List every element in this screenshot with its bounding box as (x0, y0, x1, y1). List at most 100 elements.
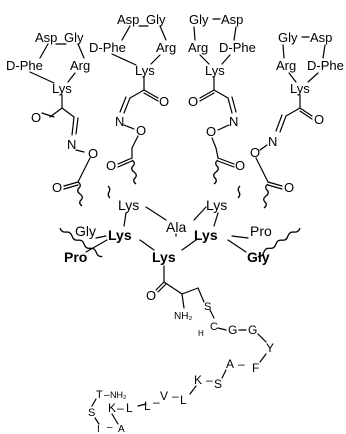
bond (117, 160, 133, 168)
bond (123, 124, 135, 130)
bond (227, 97, 233, 114)
dash: – (107, 422, 113, 433)
bond (75, 149, 85, 153)
bond (131, 135, 139, 149)
chain-c: C (210, 321, 218, 333)
linker-2-o: O (106, 158, 116, 173)
residue-g2: G (248, 323, 257, 337)
bond (259, 144, 268, 151)
bond (75, 117, 79, 135)
residue-f: F (252, 361, 259, 375)
bond (159, 25, 167, 41)
bond (267, 181, 283, 187)
bond (217, 160, 235, 168)
peptide-3-carbonyl-o: O (188, 94, 198, 109)
bond (213, 89, 229, 99)
core-lys-left: Lys (118, 197, 139, 213)
peptide-2-arg: Arg (156, 40, 176, 55)
peptide-3-asp: Asp (221, 12, 243, 27)
peptide-1-lys: Lys (52, 81, 72, 96)
peptide-1-asp: Asp (35, 30, 57, 45)
residue-a2: A (226, 357, 234, 371)
bond (63, 181, 79, 187)
wavy-bond (131, 159, 137, 185)
bond (322, 44, 326, 59)
peptide-4-oxime-o: O (250, 145, 260, 160)
bond (67, 72, 76, 83)
terminal-nh2: NH₂ (110, 390, 127, 400)
peptide-2-asp: Asp (117, 12, 139, 27)
peptide-3: Gly Asp Arg D-Phe Lys O N O (188, 12, 256, 139)
peptide-4-arg: Arg (276, 58, 296, 73)
residue-v: V (160, 389, 168, 403)
peptide-2-lys: Lys (135, 63, 155, 78)
bond (275, 114, 283, 132)
chain-nh2: NH₂ (174, 311, 192, 322)
residue-s2: S (88, 407, 95, 419)
core-lys-bold-center: Lys (152, 249, 176, 265)
bond (145, 206, 167, 221)
bond (61, 107, 75, 118)
bond (129, 89, 145, 99)
bond (137, 403, 147, 407)
core-lys-bold-left: Lys (108, 227, 132, 243)
peptide-4-gly: Gly (278, 30, 298, 45)
chain-s: S (204, 301, 211, 313)
wavy-bond (107, 185, 111, 199)
linker-3-o: O (235, 158, 245, 173)
wavy-bond (263, 183, 269, 209)
dash: – (104, 390, 110, 401)
bond (123, 97, 131, 114)
peptide-1-arg: Arg (70, 58, 90, 73)
bond (209, 309, 215, 319)
bond (77, 169, 85, 183)
peptide-1-gly: Gly (64, 30, 84, 45)
bond (163, 281, 183, 295)
peptide-3-oxime-o: O (206, 124, 216, 139)
wavy-bond (257, 227, 301, 258)
bond (189, 385, 197, 395)
bond (117, 157, 133, 165)
residue-s: S (214, 377, 222, 391)
peptide-2-oxime-n: N (115, 114, 124, 129)
bond (217, 124, 230, 131)
peptide-1: Asp Gly D-Phe Arg Lys O N O (6, 30, 98, 161)
peptide-1-carbonyl-o: O (31, 110, 41, 125)
bond (213, 212, 219, 227)
residue-g1: G (228, 323, 237, 337)
peptide-1-dphe: D-Phe (6, 58, 43, 73)
peptide-1-oxime-o: O (88, 146, 98, 161)
bond (111, 413, 119, 425)
bond (49, 107, 63, 118)
lower-chain: O NH₂ S C H G G Y F – A S – K L – V – L … (88, 265, 274, 434)
bond (267, 184, 283, 190)
bond (255, 157, 263, 171)
bond (181, 239, 197, 251)
linkers: O O O O (52, 135, 294, 209)
bond (83, 157, 91, 171)
wavy-bond (213, 159, 219, 185)
bond (199, 92, 215, 102)
bond (221, 54, 231, 65)
bond (257, 333, 267, 343)
bond (288, 72, 297, 83)
dash: – (172, 389, 179, 403)
peptide-4-carbonyl-o: O (314, 112, 324, 127)
peptide-2-carbonyl-o: O (159, 94, 169, 109)
peptide-4-lys: Lys (290, 81, 310, 96)
bond (199, 89, 215, 99)
peptide-3-arg: Arg (188, 40, 208, 55)
peptide-2: Asp Gly D-Phe Arg Lys O N O (89, 12, 176, 138)
core-lys-right: Lys (206, 197, 227, 213)
bond (150, 54, 161, 65)
residue-a: – (238, 357, 245, 371)
peptide-3-lys: Lys (205, 63, 225, 78)
bond (299, 110, 313, 120)
peptide-3-oxime-n: N (229, 114, 238, 129)
core-pro-right: Pro (250, 223, 272, 239)
bond (123, 212, 127, 227)
bond (197, 287, 205, 303)
bond (215, 147, 219, 159)
peptide-3-dphe: D-Phe (219, 40, 256, 55)
bond (217, 327, 227, 331)
